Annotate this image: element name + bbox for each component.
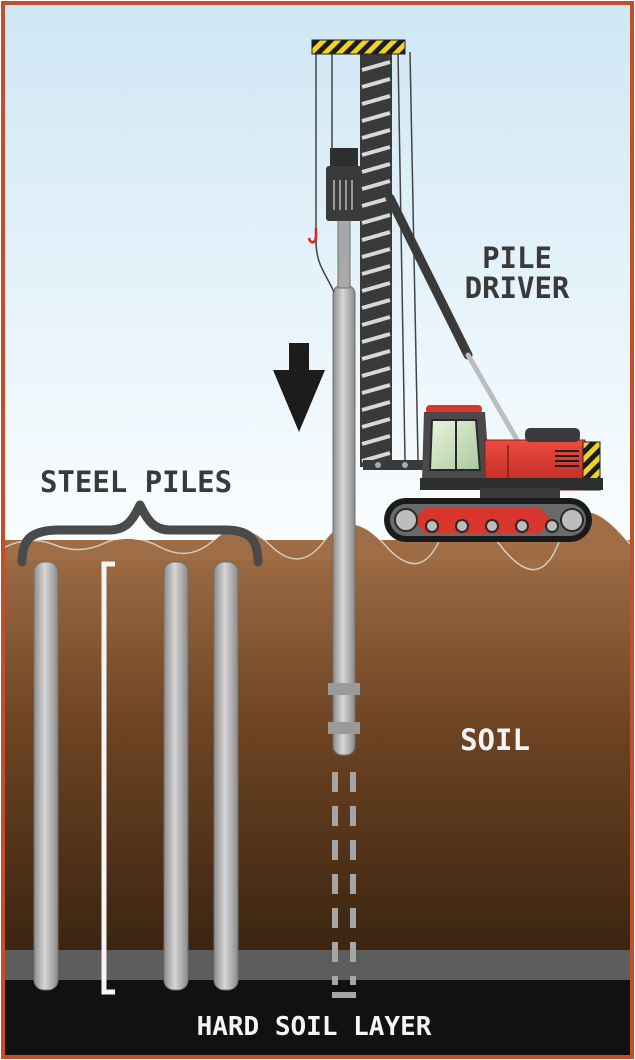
boom-strut (385, 193, 473, 360)
installed-steel-piles (33, 561, 239, 995)
steel-pile-2-h-section (101, 561, 115, 995)
hook-icon (307, 228, 318, 244)
mast-crown (311, 39, 406, 55)
pile-future-path (332, 772, 356, 985)
hard-layer-band (5, 950, 630, 980)
steel-pile-3 (163, 561, 189, 991)
steel-pile-1 (33, 561, 59, 991)
steel-piles-label: STEEL PILES (40, 465, 232, 499)
pile-driver-label-line2: DRIVER (465, 271, 570, 305)
cab-roof (426, 405, 482, 414)
pile-driver-machine (420, 405, 603, 498)
hard-soil-layer-label: HARD SOIL LAYER (197, 1012, 432, 1042)
steel-pile-4 (213, 561, 239, 991)
down-arrow-icon (273, 343, 325, 432)
steel-piles-brace (17, 500, 263, 567)
crawler-track (384, 498, 592, 542)
pile-driver-label-line1: PILE (482, 241, 552, 275)
leader-mast (360, 52, 392, 467)
pile-hammer (326, 148, 362, 289)
soil-label: SOIL (460, 723, 530, 757)
soil-layer (5, 540, 630, 950)
auger-flights (361, 60, 391, 463)
driven-pile (328, 284, 360, 998)
